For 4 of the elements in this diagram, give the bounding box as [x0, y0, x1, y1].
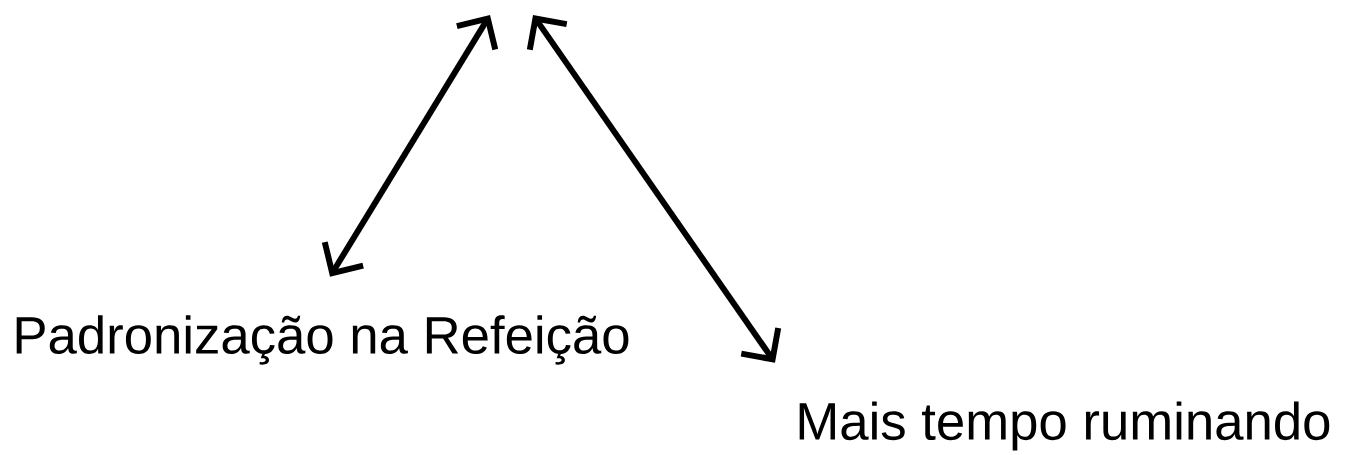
- double-arrow: [321, 15, 499, 277]
- text-label: Mais tempo ruminando: [799, 401, 1330, 451]
- text-label: Padronização na Refeição: [16, 315, 629, 365]
- double-arrow: [526, 15, 782, 363]
